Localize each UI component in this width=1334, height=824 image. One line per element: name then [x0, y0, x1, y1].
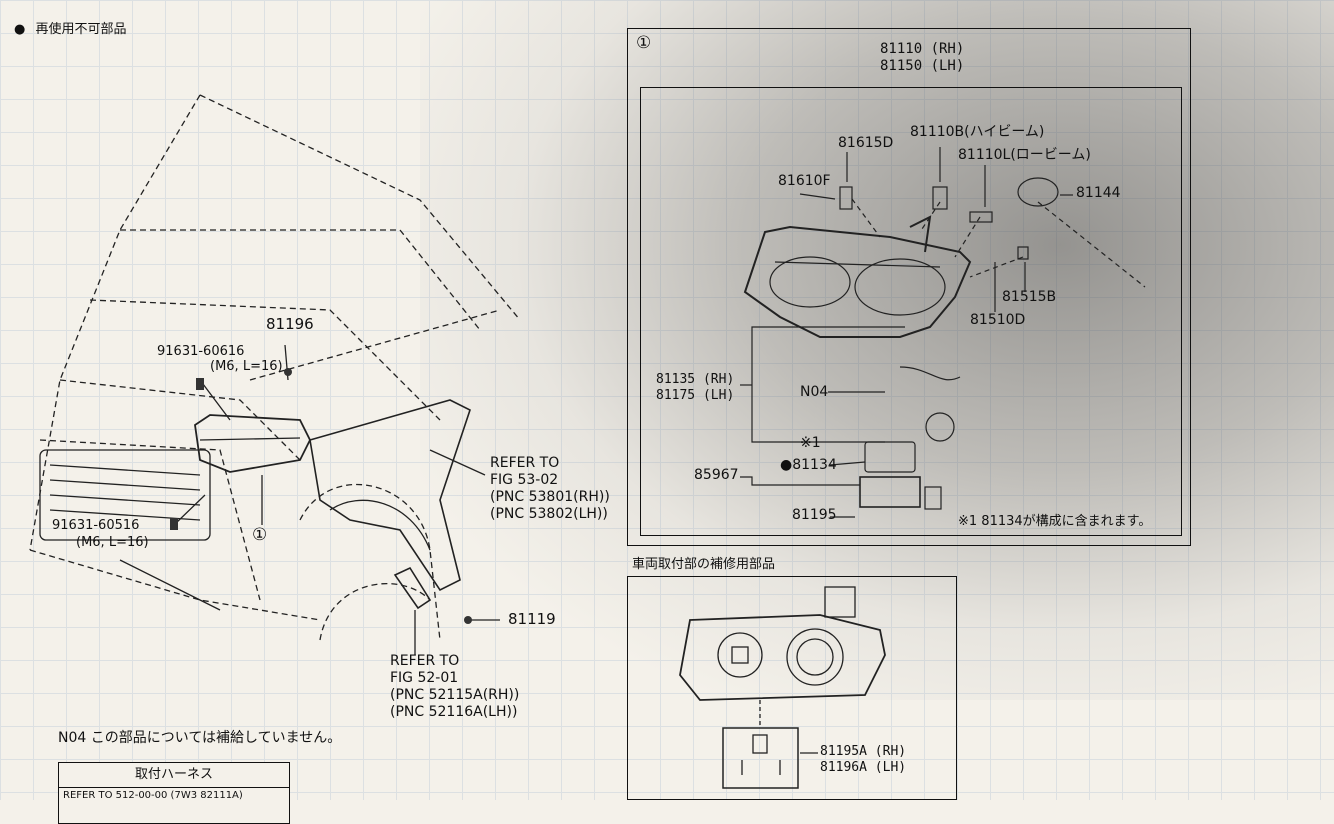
refer-b-line-1: REFER TO [390, 653, 460, 669]
repair-part-lh: 81196A (LH) [820, 760, 907, 775]
bolt-upper-number: 91631-60616 [157, 344, 245, 359]
assembly-number-lh: 81150 (LH) [880, 58, 965, 74]
refer-to-fig-53-02: REFER TO FIG 53-02 (PNC 53801(RH)) (PNC … [490, 455, 610, 523]
part-label-81195: 81195 [792, 507, 837, 523]
part-label-81510D: 81510D [970, 312, 1026, 328]
bolt-lower-number: 91631-60516 [52, 518, 140, 533]
refer-a-line-4: (PNC 53802(LH)) [490, 506, 608, 522]
part-label-85967: 85967 [694, 467, 739, 483]
refer-b-line-3: (PNC 52115A(RH)) [390, 687, 520, 703]
part-label-81135: 81135 (RH) [656, 372, 735, 387]
table-row: REFER TO 512-00-00 (7W3 82111A) [63, 790, 243, 801]
refer-b-line-2: FIG 52-01 [390, 670, 459, 686]
n04-note: N04 この部品については補給していません。 [58, 730, 342, 746]
refer-a-line-1: REFER TO [490, 455, 560, 471]
part-label-81196: 81196 [266, 315, 314, 333]
repair-parts-heading: 車両取付部の補修用部品 [632, 557, 776, 572]
headlamp-inner-box [640, 87, 1182, 536]
callout-1-left: ① [252, 525, 268, 545]
part-label-81615D: 81615D [838, 135, 894, 151]
part-label-81110B: 81110B(ハイビーム) [910, 124, 1045, 140]
mounting-bracket-drawing [679, 586, 886, 789]
part-label-81610F: 81610F [778, 173, 831, 189]
repair-part-rh: 81195A (RH) [820, 744, 907, 759]
headlamp-assembly-box [627, 28, 1191, 546]
note-mark-1: ※1 [800, 435, 821, 451]
assembly-number-rh: 81110 (RH) [880, 41, 965, 57]
table-header: 取付ハーネス [59, 763, 289, 788]
callout-1-main: ① [636, 33, 652, 53]
part-label-81175: 81175 (LH) [656, 388, 735, 403]
mounting-harness-table: 取付ハーネス REFER TO 512-00-00 (7W3 82111A) [58, 762, 290, 824]
bolt-lower-spec: (M6, L=16) [76, 535, 149, 550]
legend: ● 再使用不可部品 [14, 22, 127, 37]
part-label-81144: 81144 [1076, 185, 1121, 201]
non-reusable-marker-icon: ● [14, 22, 26, 37]
part-label-81515B: 81515B [1002, 289, 1057, 305]
refer-a-line-2: FIG 53-02 [490, 472, 559, 488]
refer-to-fig-52-01: REFER TO FIG 52-01 (PNC 52115A(RH)) (PNC… [390, 653, 519, 721]
headlamp-exploded-drawing [740, 147, 1146, 518]
legend-label: 再使用不可部品 [35, 22, 127, 37]
refer-a-line-3: (PNC 53801(RH)) [490, 489, 610, 505]
vehicle-front-drawing [29, 94, 521, 655]
part-label-81110L: 81110L(ロービーム) [958, 147, 1091, 163]
footnote-81134: ※1 81134が構成に含まれます。 [958, 514, 1152, 529]
bolt-upper-spec: (M6, L=16) [210, 359, 283, 374]
part-label-N04: N04 [800, 384, 829, 400]
refer-b-line-4: (PNC 52116A(LH)) [390, 704, 518, 720]
part-label-81119: 81119 [508, 610, 556, 628]
part-label-81134: ●81134 [780, 457, 837, 473]
